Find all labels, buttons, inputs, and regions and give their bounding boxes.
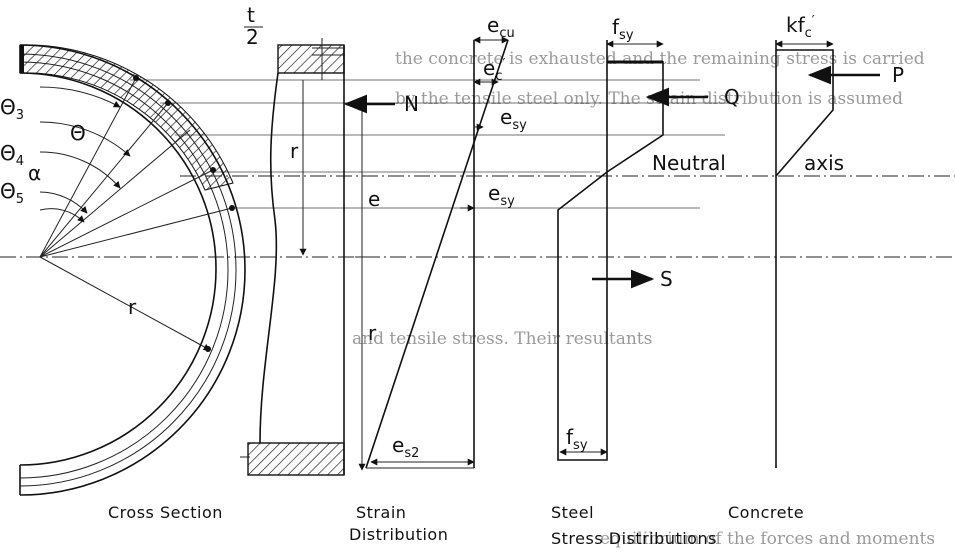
- cross-section-caption: Cross Section: [108, 503, 223, 522]
- steel-stress-distribution: fsy fsy Q S Neutral Steel: [551, 15, 740, 522]
- radius-arrow: [39, 256, 211, 351]
- q-force-label: Q: [724, 85, 740, 109]
- theta5-label: Θ5: [0, 179, 24, 207]
- n-force-label: N: [404, 92, 419, 116]
- theta-label: Θ: [70, 121, 86, 145]
- fsy-bottom-label: fsy: [566, 425, 588, 453]
- concrete-stress-block: [775, 49, 834, 177]
- fsy-top-label: fsy: [612, 15, 634, 43]
- ghost-line-3: and tensile stress. Their resultants: [352, 329, 652, 349]
- concrete-caption: Concrete: [728, 503, 804, 522]
- steel-caption: Steel: [551, 503, 594, 522]
- wall-bottom-hatch: [247, 442, 345, 476]
- axis-label: axis: [804, 151, 844, 175]
- ghost-line-4: equilibrium of the forces and moments: [600, 529, 935, 549]
- concrete-stress-distribution: kfc′ P axis Concrete: [728, 13, 904, 522]
- theta3-label: Θ3: [0, 95, 24, 123]
- strain-line: [365, 39, 509, 469]
- kfc-label: kfc′: [786, 13, 815, 41]
- stress-distributions-caption: Stress Distributions: [551, 529, 717, 548]
- half-thickness-label: t 2: [244, 3, 263, 49]
- s-force-label: S: [660, 267, 673, 291]
- steel-ring-outer: [19, 53, 237, 487]
- ghost-line-1: the concrete is exhausted and the remain…: [395, 49, 925, 69]
- cross-section: Θ3 Θ Θ4 α Θ5 r Cross Section: [0, 44, 246, 522]
- reference-lines: [0, 79, 955, 258]
- rebar-dots: [133, 75, 235, 352]
- e-sy-lower-label: esy: [488, 181, 515, 209]
- e-cu-label: ecu: [487, 13, 515, 41]
- radial-lines: [39, 77, 233, 351]
- angle-arcs: [39, 86, 131, 223]
- r-bottom-label: r: [368, 321, 377, 345]
- t-numerator: t: [247, 3, 255, 27]
- e-c-prime-label: ec′: [483, 56, 505, 84]
- neutral-label: Neutral: [652, 151, 726, 175]
- wall-top-hatch: [277, 44, 345, 74]
- t-denominator: 2: [246, 25, 259, 49]
- theta4-label: Θ4: [0, 141, 24, 169]
- strain-caption-line1: Strain: [356, 503, 406, 522]
- strain-distribution: t 2 r e r N ecu ec′ esy esy es2 Strain D…: [240, 3, 527, 544]
- compression-zone-hatch: [19, 44, 234, 191]
- wall-break-line: [259, 72, 279, 444]
- e-sy-upper-label: esy: [500, 105, 527, 133]
- outer-ring-edge: [19, 44, 246, 496]
- radius-label: r: [128, 295, 137, 319]
- r-top-label: r: [290, 139, 299, 163]
- bleed-through-text: the concrete is exhausted and the remain…: [352, 49, 935, 549]
- p-force-label: P: [892, 63, 904, 87]
- strain-caption-line2: Distribution: [349, 525, 448, 544]
- ghost-line-2: by the tensile steel only. The strain di…: [395, 89, 903, 109]
- e-label: e: [368, 187, 380, 211]
- inner-ring-edge: [19, 72, 217, 466]
- e-s2-label: es2: [392, 433, 419, 461]
- alpha-label: α: [28, 161, 41, 185]
